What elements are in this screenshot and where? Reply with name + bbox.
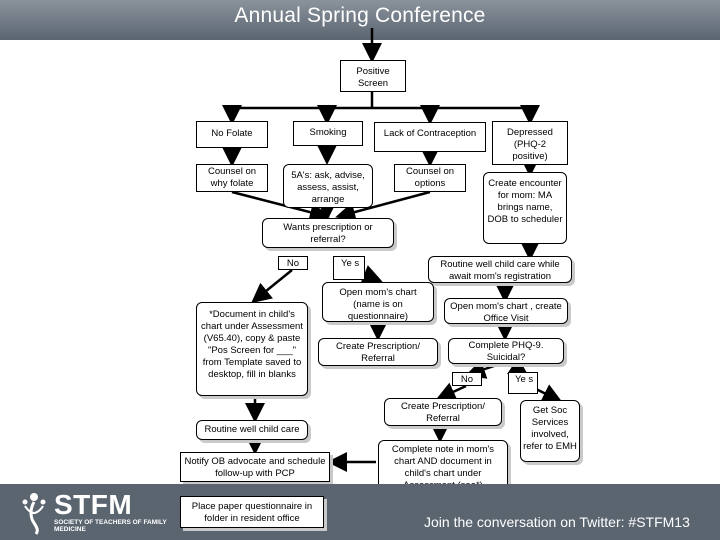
twitter-hashtag-text: Join the conversation on Twitter: #STFM1… [424,514,690,530]
yes-label-1: Ye s [333,256,365,280]
no-label-2: No [452,372,482,386]
no-label-1: No [278,256,308,270]
no-folate-box: No Folate [196,121,268,148]
stfm-logo-subtitle: SOCIETY OF TEACHERS OF FAMILY MEDICINE [54,519,167,533]
create-rx-box-1: Create Prescription/ Referral [318,338,438,366]
open-mom-chart-name-box: Open mom's chart (name is on questionnai… [322,282,434,322]
arrow-options-wants [335,190,431,222]
lack-contraception-box: Lack of Contraception [374,122,486,152]
create-encounter-box: Create encounter for mom: MA brings name… [483,172,567,244]
depressed-box: Depressed (PHQ-2 positive) [492,121,568,165]
place-paper-box: Place paper questionnaire in folder in r… [180,496,324,528]
footer-bar [0,484,720,540]
get-soc-services-box: Get Soc Services involved, refer to EMH [520,400,580,462]
arrow-no1-document [251,269,293,304]
complete-phq9-box: Complete PHQ-9. Suicidal? [448,338,564,364]
routine-wcc-await-box: Routine well child care while await mom'… [428,256,572,283]
five-as-box: 5A's: ask, advise, assess, assist, arran… [283,164,373,208]
arrow-counsel-wants [231,190,330,222]
stfm-logo-icon [22,493,46,535]
smoking-box: Smoking [293,121,363,146]
notify-ob-box: Notify OB advocate and schedule follow-u… [180,452,330,482]
open-mom-chart-visit-box: Open mom's chart , create Office Visit [444,298,568,324]
document-child-box: *Document in child's chart under Assessm… [196,302,308,396]
stfm-logo-text: STFM [54,489,133,520]
yes-label-2: Ye s [508,372,538,394]
positive-screen-box: Positive Screen [340,60,406,92]
counsel-folate-box: Counsel on why folate [196,164,268,192]
header-bar [0,0,720,40]
arrow-no2-createrx2 [435,382,467,401]
routine-wcc-box: Routine well child care [196,420,308,440]
wants-prescription-box: Wants prescription or referral? [262,218,394,248]
create-rx-box-2: Create Prescription/ Referral [384,398,502,426]
counsel-options-box: Counsel on options [394,164,466,192]
conference-title: Annual Spring Conference [234,4,486,27]
